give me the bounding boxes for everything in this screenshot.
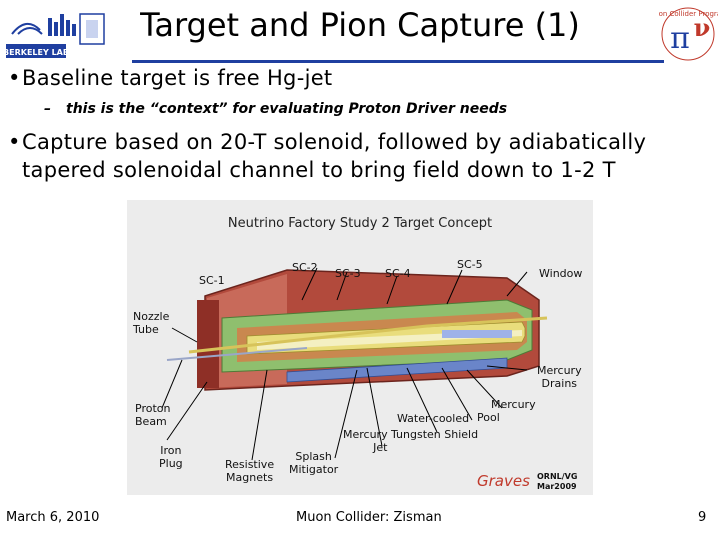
muon-collider-program-logo: π ν Muon Collider Program [658, 2, 718, 66]
bullet-text: Capture based on 20-T solenoid, followed… [22, 130, 646, 154]
dash-icon: – [44, 101, 66, 117]
footer-date: March 6, 2010 [6, 510, 99, 525]
label-sc3: SC-3 [335, 267, 361, 280]
title-divider [132, 60, 664, 63]
label-sc1: SC-1 [199, 274, 225, 287]
sub-bullet-text: this is the “context” for evaluating Pro… [66, 101, 507, 117]
label-sc2: SC-2 [292, 261, 318, 274]
target-concept-figure: Neutrino Factory Study 2 Target Concept [127, 200, 593, 495]
page-title: Target and Pion Capture (1) [130, 6, 590, 44]
sub-bullet-context: –this is the “context” for evaluating Pr… [44, 101, 507, 117]
bullet-text: Baseline target is free Hg-jet [22, 66, 332, 90]
label-sc4: SC-4 [385, 267, 411, 280]
graves-credit: Graves [477, 472, 530, 490]
bullet-dot-icon: • [8, 130, 22, 154]
window-shape [442, 330, 512, 338]
bullet-dot-icon: • [8, 66, 22, 90]
iron-plug-shape [197, 300, 219, 388]
label-window: Window [539, 267, 582, 280]
logo-text: BERKELEY LAB [4, 48, 69, 57]
label-water-cooled: Water-cooled [397, 412, 469, 425]
program-logo-text: Muon Collider Program [658, 10, 718, 18]
bullet-capture-continued: tapered solenoidal channel to bring fiel… [22, 158, 616, 182]
svg-text:π: π [670, 21, 690, 56]
footer-presenter: Muon Collider: Zisman [296, 510, 442, 525]
label-sc5: SC-5 [457, 258, 483, 271]
label-tungsten-shield: Tungsten Shield [391, 428, 478, 441]
bullet-baseline-target: •Baseline target is free Hg-jet [8, 66, 332, 90]
page-number: 9 [698, 510, 706, 525]
berkeley-lab-logo: BERKELEY LAB [4, 4, 126, 66]
label-mercury-pool: Mercury Pool [477, 398, 536, 424]
bullet-capture: •Capture based on 20-T solenoid, followe… [8, 130, 646, 154]
